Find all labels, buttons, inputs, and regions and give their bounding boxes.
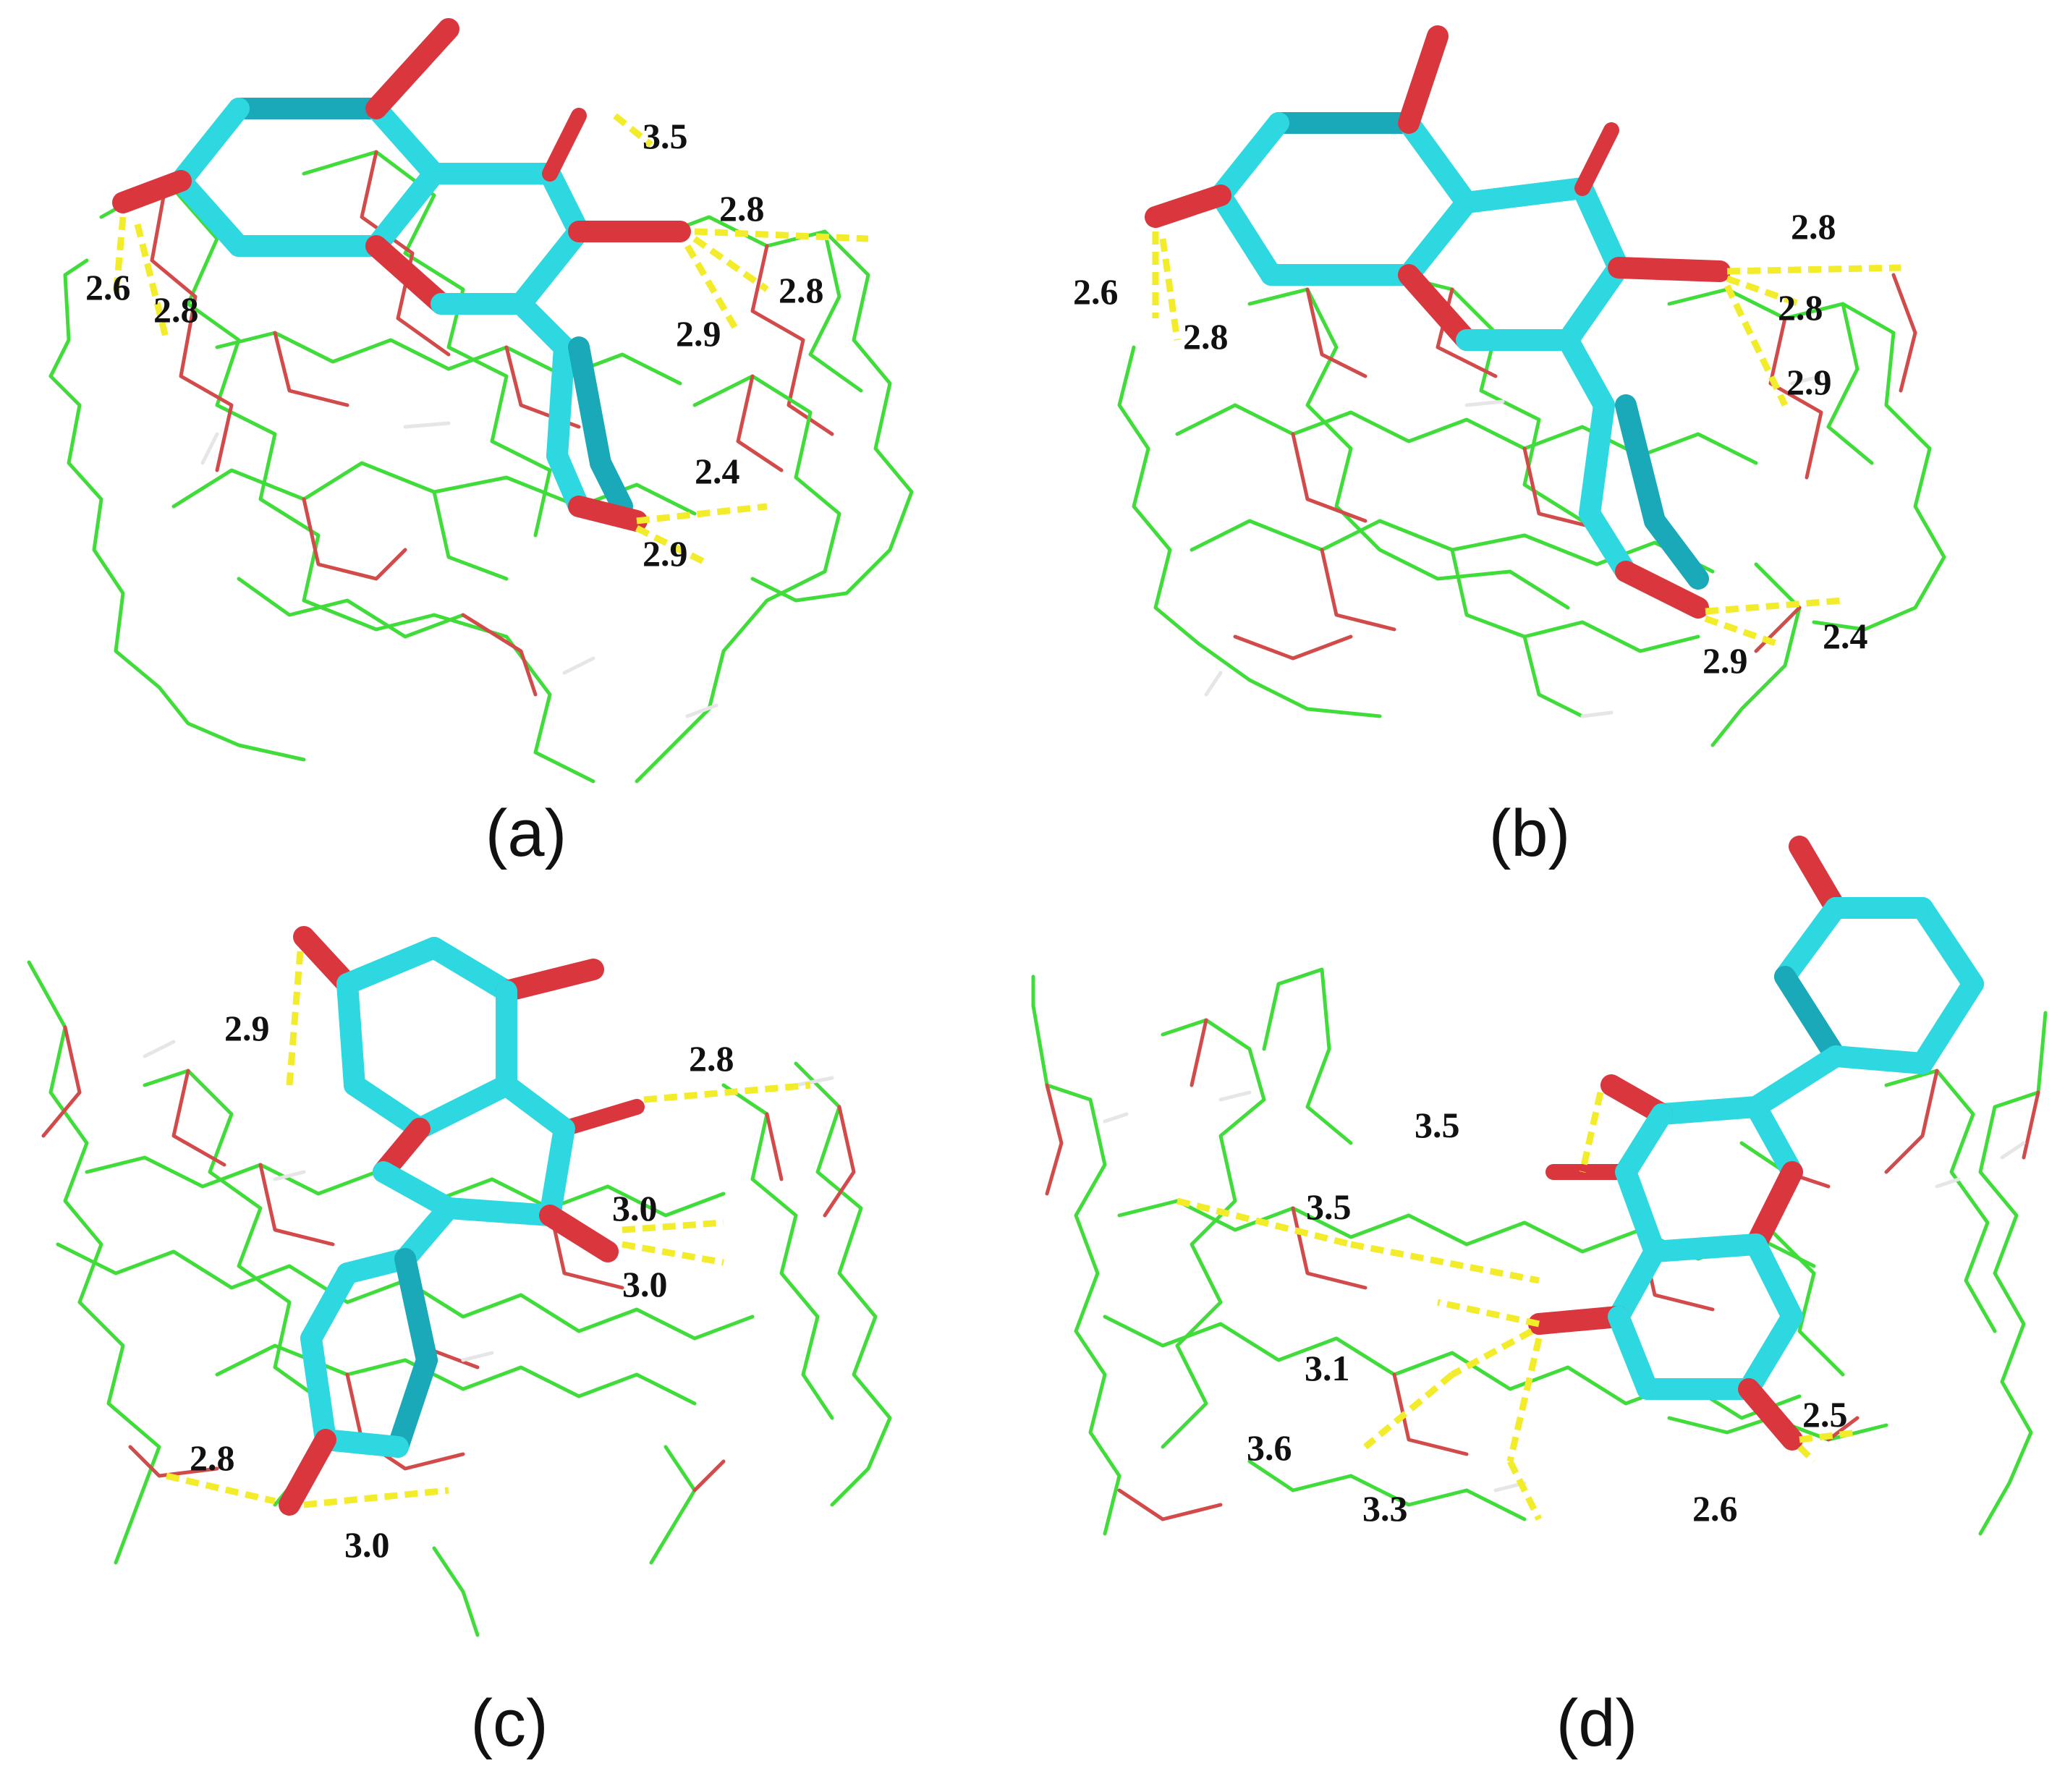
panel-d-distance-label: 3.5: [1415, 1105, 1460, 1145]
panel-c-distance-label: 2.8: [190, 1438, 235, 1478]
panel-a-hbonds: [112, 113, 869, 568]
panel-c-caption: (c): [470, 1686, 548, 1760]
panel-a-caption: (a): [485, 797, 567, 870]
panel-b-distance-label: 2.4: [1823, 616, 1868, 656]
panel-b-distance-label: 2.8: [1183, 316, 1229, 357]
panel-b-hbonds: [1152, 232, 1901, 647]
panel-b-distance-label: 2.8: [1778, 287, 1823, 328]
panel-a-distance-label: 2.4: [695, 451, 740, 491]
panel-b-distance-label: 2.9: [1786, 362, 1832, 402]
panel-a-distance-labels: 3.5 2.8 2.8 2.9 2.6 2.8 2.4 2.9: [85, 116, 824, 574]
panel-c-guest-flavonoid: [279, 926, 645, 1516]
panel-b-caption: (b): [1488, 797, 1571, 870]
panel-d-distance-label: 3.3: [1362, 1488, 1408, 1529]
panel-c-distance-label: 2.8: [689, 1038, 734, 1079]
panel-a-distance-label: 2.8: [719, 188, 765, 229]
panel-a-distance-label: 2.8: [153, 289, 199, 330]
panel-d-distance-label: 3.5: [1306, 1186, 1352, 1227]
panel-d-hbonds: [1176, 1092, 1858, 1521]
panel-d-structure: 3.5 3.5 3.1 3.6 3.3 2.5 2.6: [1031, 836, 2048, 1536]
panel-d-caption: (d): [1556, 1686, 1638, 1760]
panel-d-distance-label: 2.6: [1692, 1488, 1738, 1529]
panel-b-distance-labels: 2.8 2.8 2.9 2.6 2.8 2.4 2.9: [1073, 206, 1868, 681]
panel-b-distance-label: 2.8: [1791, 206, 1836, 247]
panel-c-hbonds: [165, 951, 811, 1508]
panel-c-distance-label: 3.0: [612, 1188, 658, 1228]
panel-a-distance-label: 2.9: [643, 533, 688, 574]
panel-d-distance-labels: 3.5 3.5 3.1 3.6 3.3 2.5 2.6: [1247, 1105, 1848, 1529]
panel-c-distance-label: 2.9: [224, 1008, 270, 1048]
panel-a-distance-label: 2.6: [85, 267, 131, 307]
panel-a-distance-label: 2.9: [676, 313, 721, 354]
panel-c-distance-label: 3.0: [622, 1264, 668, 1304]
panel-a-structure: 3.5 2.8 2.8 2.9 2.6 2.8 2.4 2.9: [48, 18, 914, 784]
panel-d-guest-flavonoid: [1528, 836, 1984, 1451]
panel-c-host-cyclodextrin: [27, 960, 892, 1637]
panel-c-distance-label: 3.0: [344, 1524, 390, 1565]
panel-b-structure: 2.8 2.8 2.9 2.6 2.8 2.4 2.9: [1073, 25, 1946, 747]
panel-d-distance-label: 3.1: [1305, 1348, 1350, 1388]
panel-d-distance-label: 2.5: [1802, 1394, 1848, 1435]
panel-c-distance-labels: 2.9 2.8 3.0 3.0 2.8 3.0: [190, 1008, 734, 1565]
panel-a-guest-flavonoid: [112, 18, 691, 532]
panel-b-guest-flavonoid: [1145, 25, 1731, 619]
panel-b-distance-label: 2.9: [1703, 640, 1748, 681]
panel-a-distance-label: 2.8: [779, 270, 824, 310]
panel-a-host-cyclodextrin: [48, 150, 914, 784]
panel-c-structure: 2.9 2.8 3.0 3.0 2.8 3.0: [27, 926, 892, 1637]
panel-b-distance-label: 2.6: [1073, 271, 1119, 312]
panel-d-distance-label: 3.6: [1247, 1427, 1292, 1468]
panel-a-distance-label: 3.5: [643, 116, 688, 156]
panel-b-host-cyclodextrin: [1117, 273, 1946, 747]
